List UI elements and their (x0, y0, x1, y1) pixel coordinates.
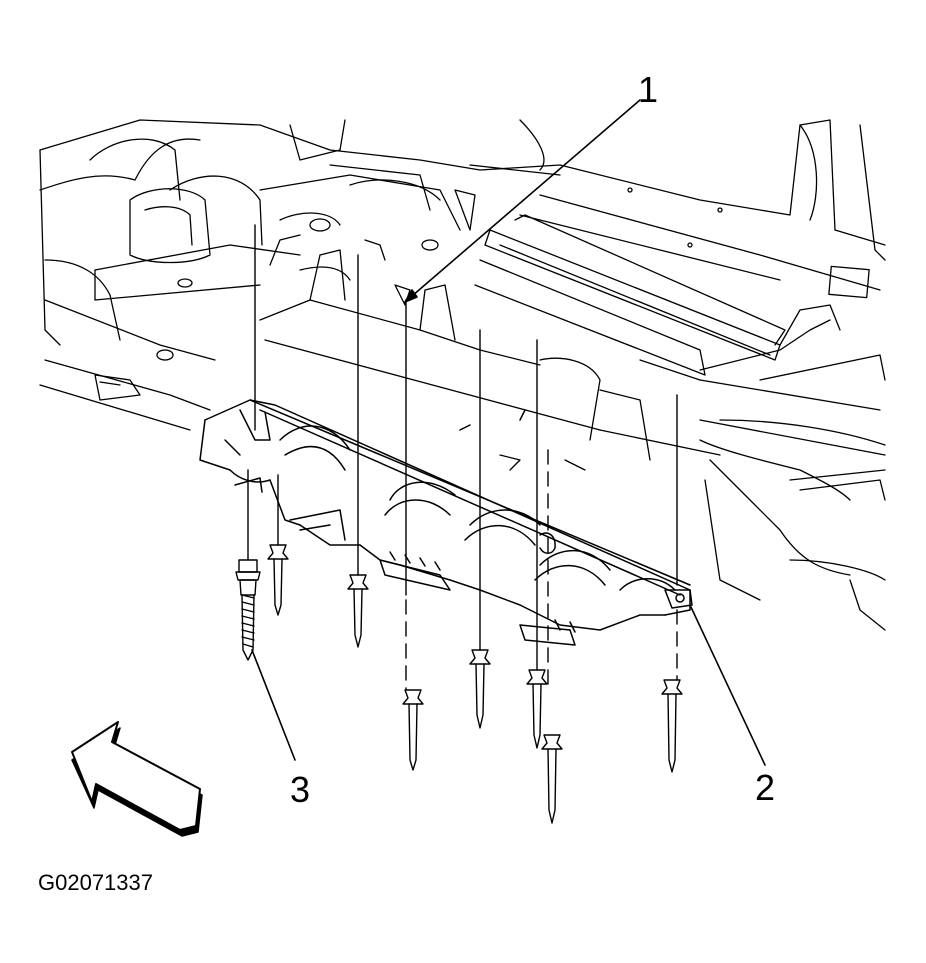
fastener-guide-lines (255, 225, 677, 690)
push-pin-retainer (527, 670, 547, 748)
callout-number-3: 3 (290, 769, 311, 810)
threaded-stud-fastener (236, 470, 260, 660)
push-pin-retainer (470, 650, 490, 728)
push-pin-retainers (268, 545, 682, 823)
callout-number-1: 1 (638, 69, 659, 110)
leader-line-3 (252, 650, 295, 760)
push-pin-retainer (403, 690, 423, 770)
exhaust-heat-shield (200, 400, 692, 645)
push-pin-retainer (662, 680, 682, 772)
leader-line-1 (405, 100, 640, 302)
vehicle-underbody (40, 120, 885, 630)
push-pin-retainer (542, 735, 562, 823)
callout-number-2: 2 (755, 767, 776, 808)
push-pin-retainer (348, 575, 368, 647)
front-direction-arrow-icon (72, 722, 202, 836)
leader-line-2 (690, 605, 765, 765)
callout-leader-lines (252, 100, 765, 765)
push-pin-retainer (268, 545, 288, 615)
figure-identifier: G02071337 (38, 870, 153, 895)
